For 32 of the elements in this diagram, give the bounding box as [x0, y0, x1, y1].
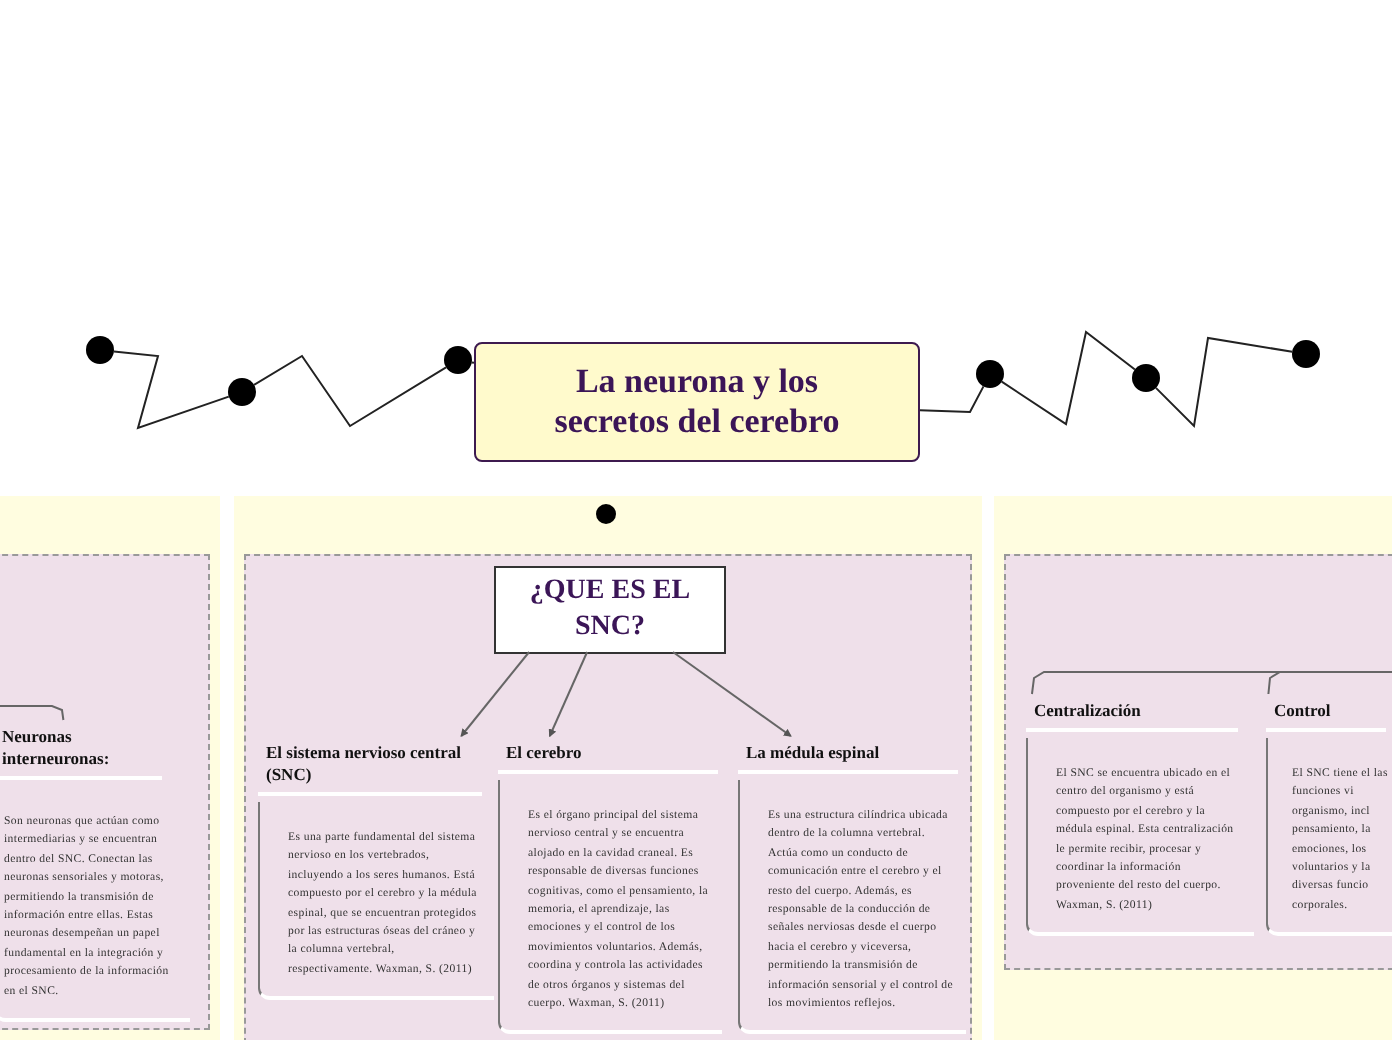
bracket-connector — [0, 705, 65, 721]
section-band — [994, 496, 1392, 1040]
connector-line — [470, 361, 475, 364]
node-dot — [444, 346, 472, 374]
connector-line — [253, 354, 448, 428]
connector-line — [1154, 336, 1294, 429]
connector-line — [548, 651, 589, 738]
bracket-connector — [1267, 671, 1392, 695]
connector-line — [112, 350, 230, 430]
node-dot — [228, 378, 256, 406]
heading-text: La neurona y los secretos del cerebro — [552, 362, 842, 442]
section-band — [0, 496, 220, 1040]
topic-heading: Control — [1266, 696, 1386, 732]
question-box — [494, 566, 726, 654]
topic-heading: Neuronas interneuronas: — [0, 722, 162, 780]
title-box — [474, 342, 920, 462]
topic-heading: La médula espinal — [738, 738, 958, 774]
node-dot — [1292, 340, 1320, 368]
heading-text: ¿QUE ES EL SNC? — [527, 574, 693, 646]
node-dot — [86, 336, 114, 364]
section-panel — [1004, 554, 1392, 970]
node-dot — [976, 360, 1004, 388]
node-dot — [596, 504, 616, 524]
topic-heading: Centralización — [1026, 696, 1238, 732]
connector-line — [671, 651, 792, 737]
node-dot — [1132, 364, 1160, 392]
connector-line — [460, 651, 531, 738]
section-panel — [0, 554, 210, 1030]
topic-heading: El sistema nervioso central (SNC) — [258, 738, 482, 796]
topic-heading: El cerebro — [498, 738, 718, 774]
connector-line — [1000, 330, 1136, 426]
connector-line — [919, 385, 985, 414]
